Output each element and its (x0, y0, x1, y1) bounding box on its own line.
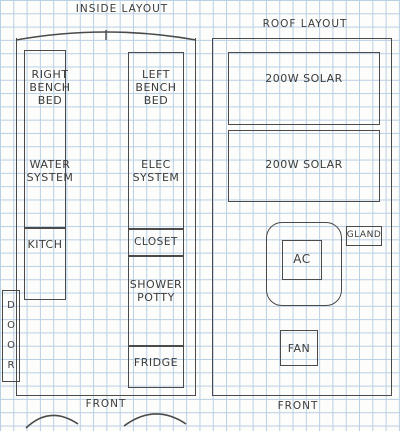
water-system-label: WATER SYSTEM (26, 158, 74, 184)
shower-potty-label: SHOWER POTTY (129, 278, 183, 304)
gland (346, 226, 382, 246)
inside-front-label: FRONT (85, 398, 127, 410)
roof-front-label: FRONT (277, 400, 319, 412)
right-bench-bed-label: RIGHT BENCH BED (29, 68, 71, 107)
inside-outline (16, 38, 196, 396)
ac-unit (282, 240, 322, 280)
fan-label: FAN (287, 342, 311, 355)
solar-panel-1-label: 200W SOLAR (265, 72, 343, 85)
roof-layout-title: ROOF LAYOUT (262, 18, 348, 30)
ac-label: AC (293, 252, 311, 266)
solar-panel-2 (228, 130, 380, 202)
ac-unit-outer (266, 222, 342, 306)
left-bench-bed (128, 52, 184, 229)
fridge (128, 346, 184, 388)
left-bench-bed-label: LEFT BENCH BED (135, 68, 177, 107)
solar-panel-2-label: 200W SOLAR (265, 158, 343, 171)
right-bench-bed (24, 50, 66, 228)
roof-outline (212, 38, 392, 396)
closet (128, 229, 184, 256)
door-label: D O O R (4, 296, 18, 376)
inside-layout-title: INSIDE LAYOUT (75, 3, 169, 15)
fridge-label: FRIDGE (133, 356, 179, 369)
shower-potty (128, 256, 184, 346)
fan (280, 330, 318, 366)
door-text: D O O R (7, 300, 15, 371)
door (2, 290, 20, 382)
gland-label: GLAND (346, 230, 382, 240)
solar-panel-1 (228, 52, 380, 125)
elec-system-label: ELEC SYSTEM (132, 158, 180, 184)
kitch-label: KITCH (27, 238, 63, 251)
kitch (24, 228, 66, 300)
closet-label: CLOSET (134, 236, 178, 248)
